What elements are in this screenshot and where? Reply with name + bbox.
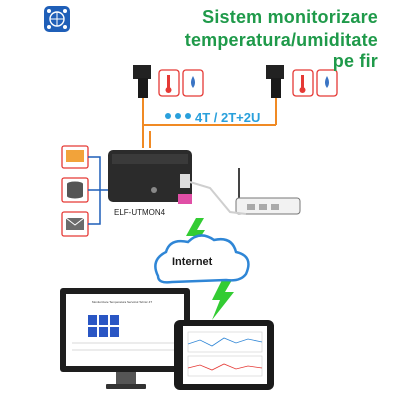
monitor-icon xyxy=(61,145,89,169)
title-line-3: pe fir xyxy=(332,51,378,71)
sensor-config-label: 4T / 2T+2U xyxy=(195,110,261,125)
humidity-icon xyxy=(182,69,204,97)
dashboard-title: Monitorizare Temperatura Serviciul Tehni… xyxy=(92,300,153,304)
sensor-right xyxy=(266,65,284,125)
thermometer-icon xyxy=(158,69,180,97)
lightning-icon xyxy=(212,280,234,320)
thermometer-icon xyxy=(292,69,314,97)
cloud-label: Internet xyxy=(172,256,213,268)
humidity-icon xyxy=(316,69,338,97)
sensor-cable xyxy=(142,113,276,148)
mail-icon xyxy=(61,211,89,237)
network-cable xyxy=(189,181,247,215)
title-line-2: temperatura/umiditate xyxy=(184,30,378,50)
title-line-1: Sistem monitorizare xyxy=(202,7,378,27)
tablet xyxy=(174,320,274,390)
desktop-monitor xyxy=(60,288,190,389)
internet-cloud xyxy=(154,234,250,284)
database-icon xyxy=(61,177,89,203)
ethernet-plug xyxy=(178,194,192,204)
router xyxy=(235,168,301,215)
device-model-label: ELF-UTMON4 xyxy=(114,208,166,217)
monitor-device xyxy=(108,150,192,202)
network-logo-icon xyxy=(44,6,70,32)
